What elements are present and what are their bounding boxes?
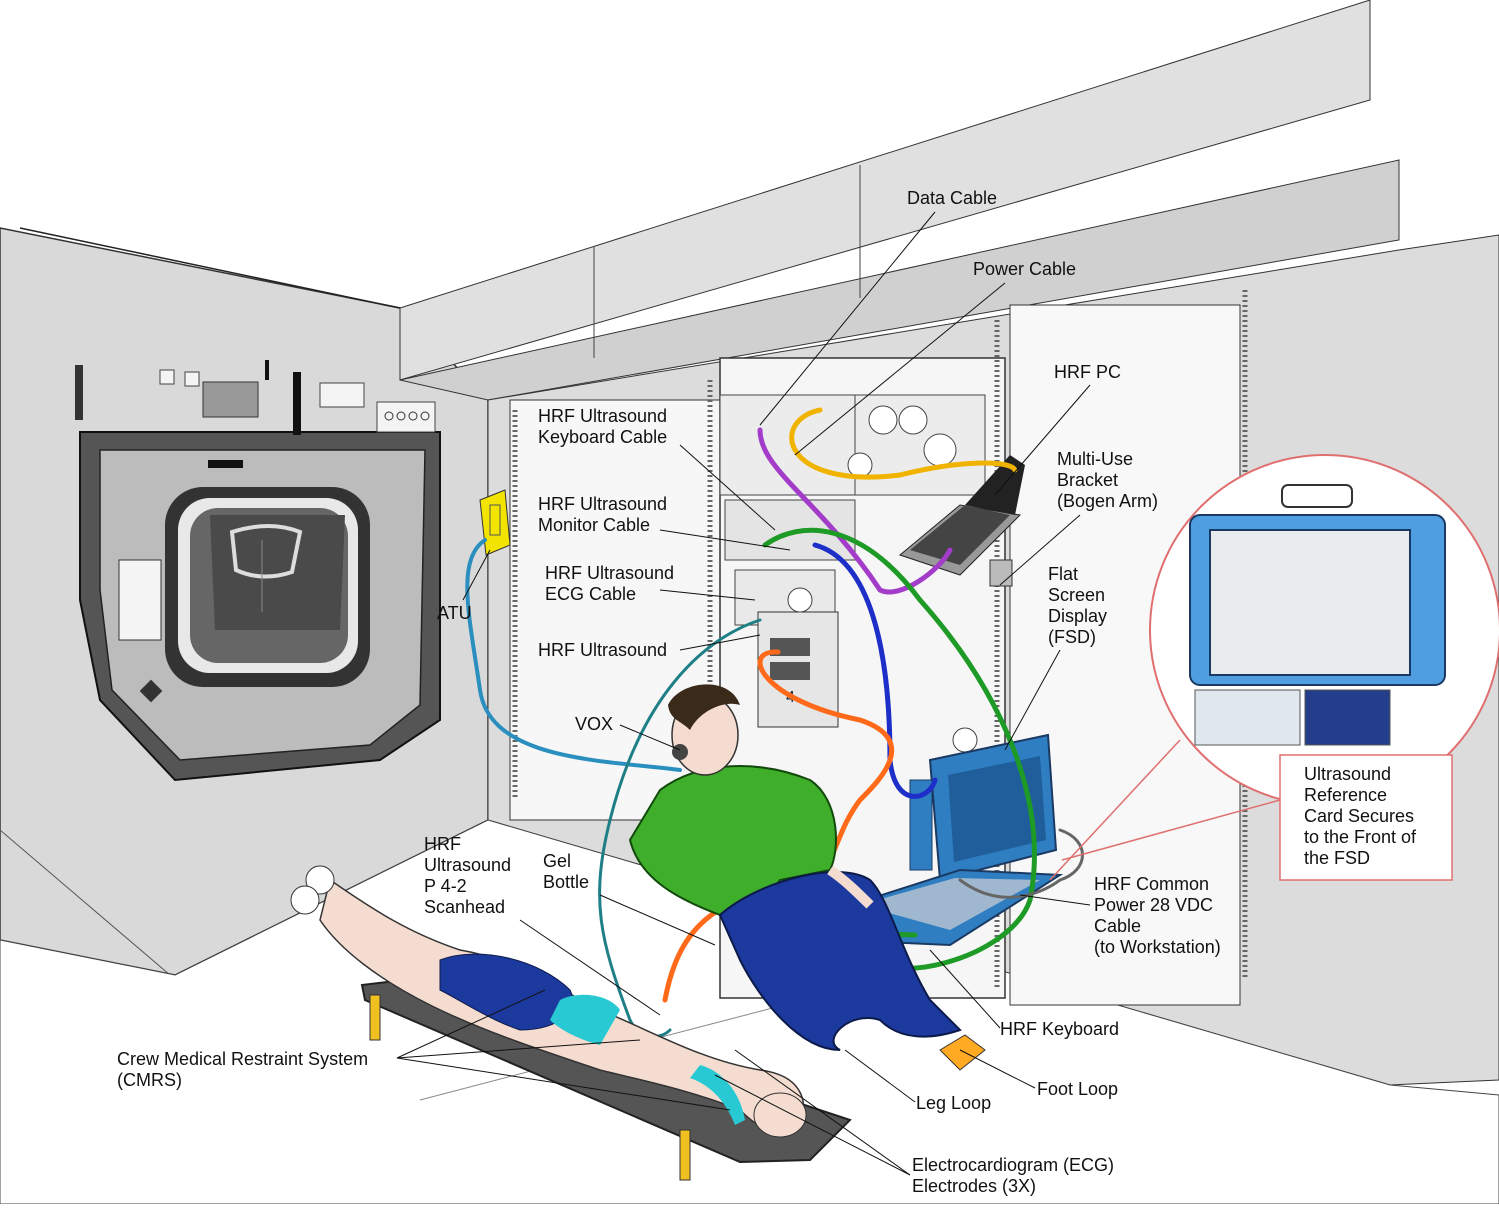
label-gel-line1: Gel [543,851,572,871]
foot-loop-icon [939,1034,986,1071]
label-cmrs-line1: Crew Medical Restraint System [117,1049,369,1069]
label-bogen-line2: Bracket [1057,470,1119,490]
label-hrf-keyboard: HRF Keyboard [1000,1019,1120,1039]
label-ref-card-line4: to the Front of [1304,827,1417,847]
label-fsd-line4: (FSD) [1048,627,1096,647]
label-scanhead-line1: HRF [424,834,461,854]
label-ref-card-line3: Card Secures [1304,806,1415,826]
label-scanhead-line3: P 4-2 [424,876,467,896]
label-ref-card-line1: Ultrasound [1304,764,1392,784]
label-common-power-line3: Cable [1094,916,1142,936]
label-power-cable: Power Cable [973,259,1077,279]
hatch-icon [75,360,441,782]
label-leg-loop: Leg Loop [916,1093,992,1113]
label-gel-bottle: Gel Bottle [543,851,589,893]
label-vox: VOX [575,714,614,734]
label-keyboard-cable: HRF Ultrasound Keyboard Cable [538,406,667,448]
label-common-power-line4: (to Workstation) [1094,937,1221,957]
label-cmrs: Crew Medical Restraint System (CMRS) [117,1049,368,1091]
label-ecg-cable-line1: HRF Ultrasound [545,563,675,583]
label-data-cable: Data Cable [907,188,998,208]
label-hrf-pc: HRF PC [1054,362,1121,382]
label-gel-line2: Bottle [543,872,590,892]
label-ecg-electrodes: Electrocardiogram (ECG) Electrodes (3X) [912,1155,1114,1197]
label-common-power: HRF Common Power 28 VDC Cable (to Workst… [1094,874,1221,958]
label-ecg-electrodes-line2: Electrodes (3X) [912,1176,1037,1196]
label-atu: ATU [437,603,472,623]
label-hrf-ultrasound: HRF Ultrasound [538,640,668,660]
label-monitor-cable-line2: Monitor Cable [538,515,651,535]
label-reference-card: Ultrasound Reference Card Secures to the… [1304,764,1416,869]
label-ecg-cable-line2: ECG Cable [545,584,637,604]
label-fsd-line3: Display [1048,606,1108,626]
label-cmrs-line2: (CMRS) [117,1070,182,1090]
label-monitor-cable-line1: HRF Ultrasound [538,494,668,514]
label-bogen-line3: (Bogen Arm) [1057,491,1159,511]
label-ecg-cable: HRF Ultrasound ECG Cable [545,563,674,605]
label-keyboard-cable-line1: HRF Ultrasound [538,406,668,426]
atu-box-icon [479,489,511,556]
label-ecg-electrodes-line1: Electrocardiogram (ECG) [912,1155,1115,1175]
label-fsd-line1: Flat [1048,564,1079,584]
label-bogen-line1: Multi-Use [1057,449,1134,469]
label-ref-card-line2: Reference [1304,785,1388,805]
label-ref-card-line5: the FSD [1304,848,1371,868]
leader-lines [396,211,1091,1176]
laptop-icon [898,455,1025,587]
label-fsd: Flat Screen Display (FSD) [1048,564,1107,648]
reference-card-callout [1049,454,1499,881]
label-bogen-arm: Multi-Use Bracket (Bogen Arm) [1057,449,1158,512]
label-common-power-line2: Power 28 VDC [1094,895,1214,915]
label-common-power-line1: HRF Common [1094,874,1210,894]
label-fsd-line2: Screen [1048,585,1106,605]
label-scanhead-line2: Ultrasound [424,855,512,875]
label-keyboard-cable-line2: Keyboard Cable [538,427,668,447]
label-scanhead-line4: Scanhead [424,897,506,917]
astronaut-icon [628,684,962,1051]
label-monitor-cable: HRF Ultrasound Monitor Cable [538,494,667,536]
label-scanhead: HRF Ultrasound P 4-2 Scanhead [424,834,511,918]
label-foot-loop: Foot Loop [1037,1079,1119,1099]
patient-icon [290,865,807,1138]
